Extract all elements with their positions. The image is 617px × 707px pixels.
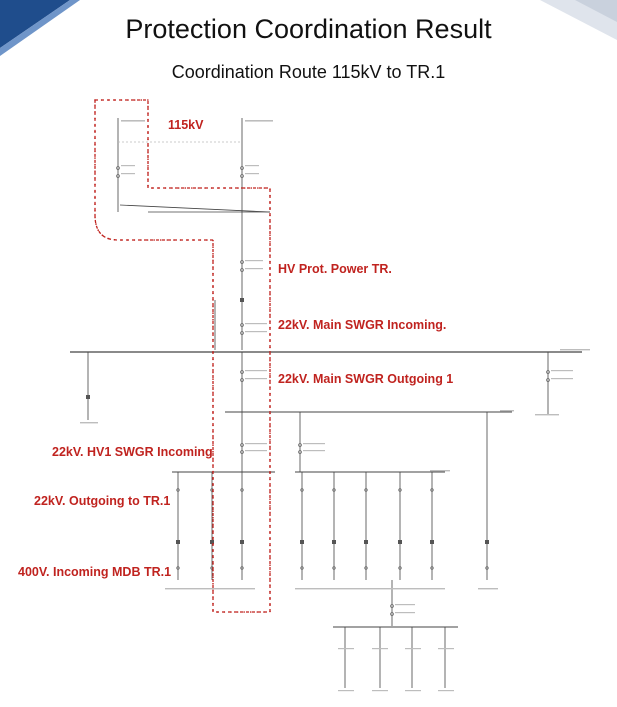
- label-hv-prot-power-tr: HV Prot. Power TR.: [278, 262, 392, 276]
- page-subtitle: Coordination Route 115kV to TR.1: [171, 62, 446, 82]
- label-hv1-swgr-incoming: 22kV. HV1 SWGR Incoming: [52, 445, 213, 459]
- label-incoming-mdb-tr1: 400V. Incoming MDB TR.1: [18, 565, 172, 579]
- label-main-swgr-outgoing: 22kV. Main SWGR Outgoing 1: [278, 372, 454, 386]
- coordination-route-outline: [94, 99, 271, 613]
- label-outgoing-tr1: 22kV. Outgoing to TR.1: [34, 494, 171, 508]
- page-title: Protection Coordination Result: [125, 14, 492, 44]
- label-main-swgr-incoming: 22kV. Main SWGR Incoming.: [278, 318, 447, 332]
- label-115kv: 115kV: [168, 118, 204, 132]
